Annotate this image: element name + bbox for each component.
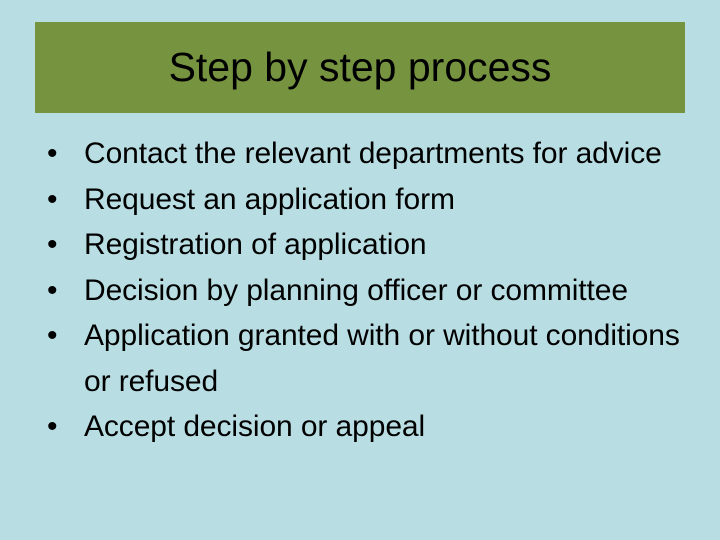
bullet-icon: • <box>47 228 58 261</box>
bullet-list: • Contact the relevant departments for a… <box>35 131 695 450</box>
bullet-icon: • <box>47 410 58 443</box>
list-item: • Request an application form <box>35 177 695 223</box>
list-item-label: Application granted with or without cond… <box>84 319 680 398</box>
list-item-label: Registration of application <box>84 228 427 261</box>
title-banner: Step by step process <box>35 22 685 113</box>
list-item-label: Decision by planning officer or committe… <box>84 273 628 307</box>
list-item-label: Contact the relevant departments for adv… <box>84 137 662 170</box>
list-item: • Accept decision or appeal <box>35 404 695 450</box>
list-item: • Contact the relevant departments for a… <box>35 131 695 177</box>
list-item: • Application granted with or without co… <box>35 313 695 404</box>
bullet-icon: • <box>47 319 58 352</box>
list-item-label: Accept decision or appeal <box>84 410 426 443</box>
bullet-icon: • <box>47 273 58 307</box>
list-item-label: Request an application form <box>84 182 455 216</box>
bullet-icon: • <box>47 182 58 216</box>
list-item: • Registration of application <box>35 222 695 268</box>
list-item: • Decision by planning officer or commit… <box>35 268 695 314</box>
page-title: Step by step process <box>168 44 552 90</box>
bullet-icon: • <box>47 137 58 170</box>
